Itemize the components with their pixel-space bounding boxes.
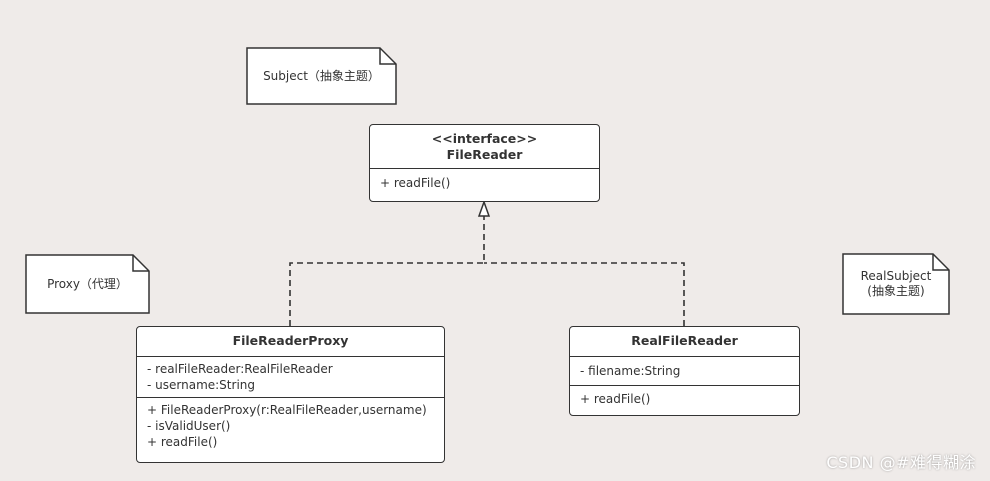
note-real-subject-text: RealSubject (抽象主题) [861, 269, 932, 299]
class-filereader-interface[interactable]: <<interface>> FileReader + readFile() [369, 124, 600, 202]
stereotype-label: <<interface>> [431, 131, 538, 146]
note-real-subject: RealSubject (抽象主题) [842, 253, 950, 315]
note-proxy: Proxy（代理） [25, 254, 150, 314]
class-realfilereader[interactable]: RealFileReader - filename:String + readF… [569, 326, 800, 416]
class-name: FileReaderProxy [232, 333, 349, 348]
note-proxy-text: Proxy（代理） [47, 276, 128, 291]
methods-section: + FileReaderProxy(r:RealFileReader,usern… [137, 397, 444, 454]
connector-proxy-to-interface [289, 216, 485, 326]
note-proxy-shape [25, 254, 150, 314]
watermark: CSDN @#难得糊涂 [826, 453, 976, 472]
class-name: RealFileReader [631, 333, 738, 348]
connector-real-to-interface [484, 262, 685, 326]
method-item: + readFile() [380, 176, 451, 190]
methods-section: + readFile() [370, 168, 599, 195]
class-header: <<interface>> FileReader [370, 125, 599, 168]
note-subject-shape [246, 47, 397, 105]
attribute-item: - username:String [147, 378, 255, 392]
method-item: + FileReaderProxy(r:RealFileReader,usern… [147, 403, 427, 417]
note-real-subject-line2: (抽象主题) [867, 284, 925, 298]
method-item: + readFile() [580, 392, 651, 406]
note-real-subject-shape [842, 253, 950, 315]
note-real-subject-line1: RealSubject [860, 269, 932, 283]
attribute-item: - filename:String [580, 364, 681, 378]
method-item: + readFile() [147, 435, 218, 449]
class-header: FileReaderProxy [137, 327, 444, 356]
realization-connector [289, 216, 685, 326]
method-item: - isValidUser() [147, 419, 231, 433]
attribute-item: - realFileReader:RealFileReader [147, 362, 333, 376]
methods-section: + readFile() [570, 385, 799, 412]
note-subject: Subject（抽象主题） [246, 47, 397, 105]
attributes-section: - realFileReader:RealFileReader - userna… [137, 356, 444, 397]
realization-arrowhead [477, 199, 491, 217]
class-filereaderproxy[interactable]: FileReaderProxy - realFileReader:RealFil… [136, 326, 445, 463]
class-name: FileReader [446, 147, 523, 162]
attributes-section: - filename:String [570, 356, 799, 385]
class-header: RealFileReader [570, 327, 799, 356]
note-subject-text: Subject（抽象主题） [263, 68, 380, 83]
